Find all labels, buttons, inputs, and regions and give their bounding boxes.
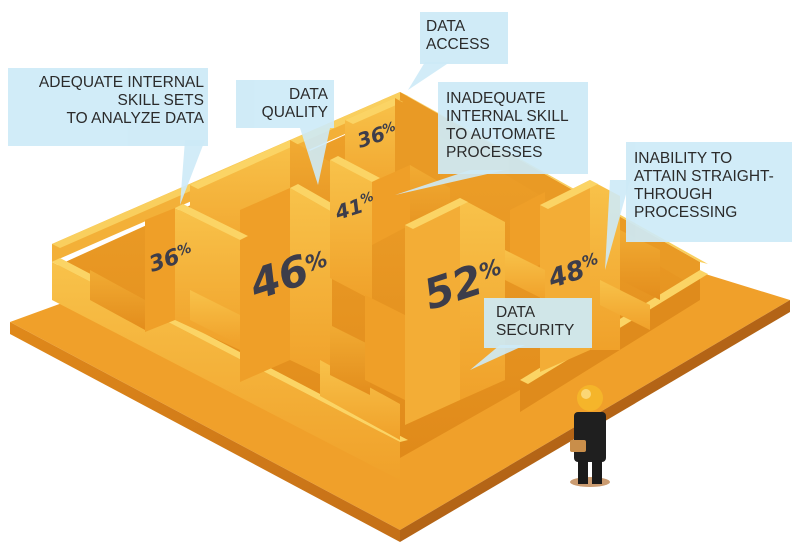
callout-box-automate [438, 82, 588, 174]
callout-box-data-security [484, 298, 592, 348]
pct-data-access-symbol: % [381, 120, 398, 138]
callout-data-access: DATA ACCESS [426, 18, 506, 54]
callout-straight-through-line-4: PROCESSING [634, 204, 738, 221]
callout-automate-line-3: TO AUTOMATE [446, 126, 556, 143]
callout-skill-sets-line-2: SKILL SETS [117, 92, 204, 109]
callout-automate-line-4: PROCESSES [446, 144, 543, 161]
callout-data-quality-line-1: DATA [288, 86, 328, 103]
callout-straight-through: INABILITY TO ATTAIN STRAIGHT- THROUGH PR… [634, 150, 792, 222]
callout-skill-sets-line-1: ADEQUATE INTERNAL [38, 74, 204, 91]
callout-skill-sets: ADEQUATE INTERNAL SKILL SETS TO ANALYZE … [18, 74, 204, 128]
callout-box-skill-sets [8, 68, 208, 146]
callout-data-security-line-2: SECURITY [496, 322, 575, 339]
callout-box-data-quality [236, 80, 334, 128]
pct-straight-through-symbol: % [579, 249, 600, 272]
callout-straight-through-line-3: THROUGH [634, 186, 713, 203]
callout-straight-through-line-1: INABILITY TO [634, 150, 733, 167]
callout-box-data-access [420, 12, 508, 64]
inner-walls [90, 98, 660, 440]
callout-data-quality: DATA QUALITY [242, 86, 328, 122]
pct-automate-symbol: % [359, 190, 376, 208]
callout-pointers [180, 62, 630, 370]
callout-data-access-line-1: DATA [426, 18, 466, 35]
callout-automate-line-2: INTERNAL SKILL [446, 108, 569, 125]
person-figure-icon [570, 385, 610, 487]
callout-data-security-line-1: DATA [496, 304, 536, 321]
callout-data-quality-line-2: QUALITY [261, 104, 328, 121]
callout-data-security: DATA SECURITY [496, 304, 590, 340]
callout-box-straight-through [626, 142, 792, 242]
callout-straight-through-line-2: ATTAIN STRAIGHT- [634, 168, 774, 185]
callout-skill-sets-line-3: TO ANALYZE DATA [66, 110, 204, 127]
callout-data-access-line-2: ACCESS [426, 36, 490, 53]
callout-automate: INADEQUATE INTERNAL SKILL TO AUTOMATE PR… [446, 90, 586, 162]
callout-automate-line-1: INADEQUATE [446, 90, 546, 107]
pct-skill-sets-symbol: % [175, 240, 193, 260]
callout-boxes [8, 12, 792, 348]
